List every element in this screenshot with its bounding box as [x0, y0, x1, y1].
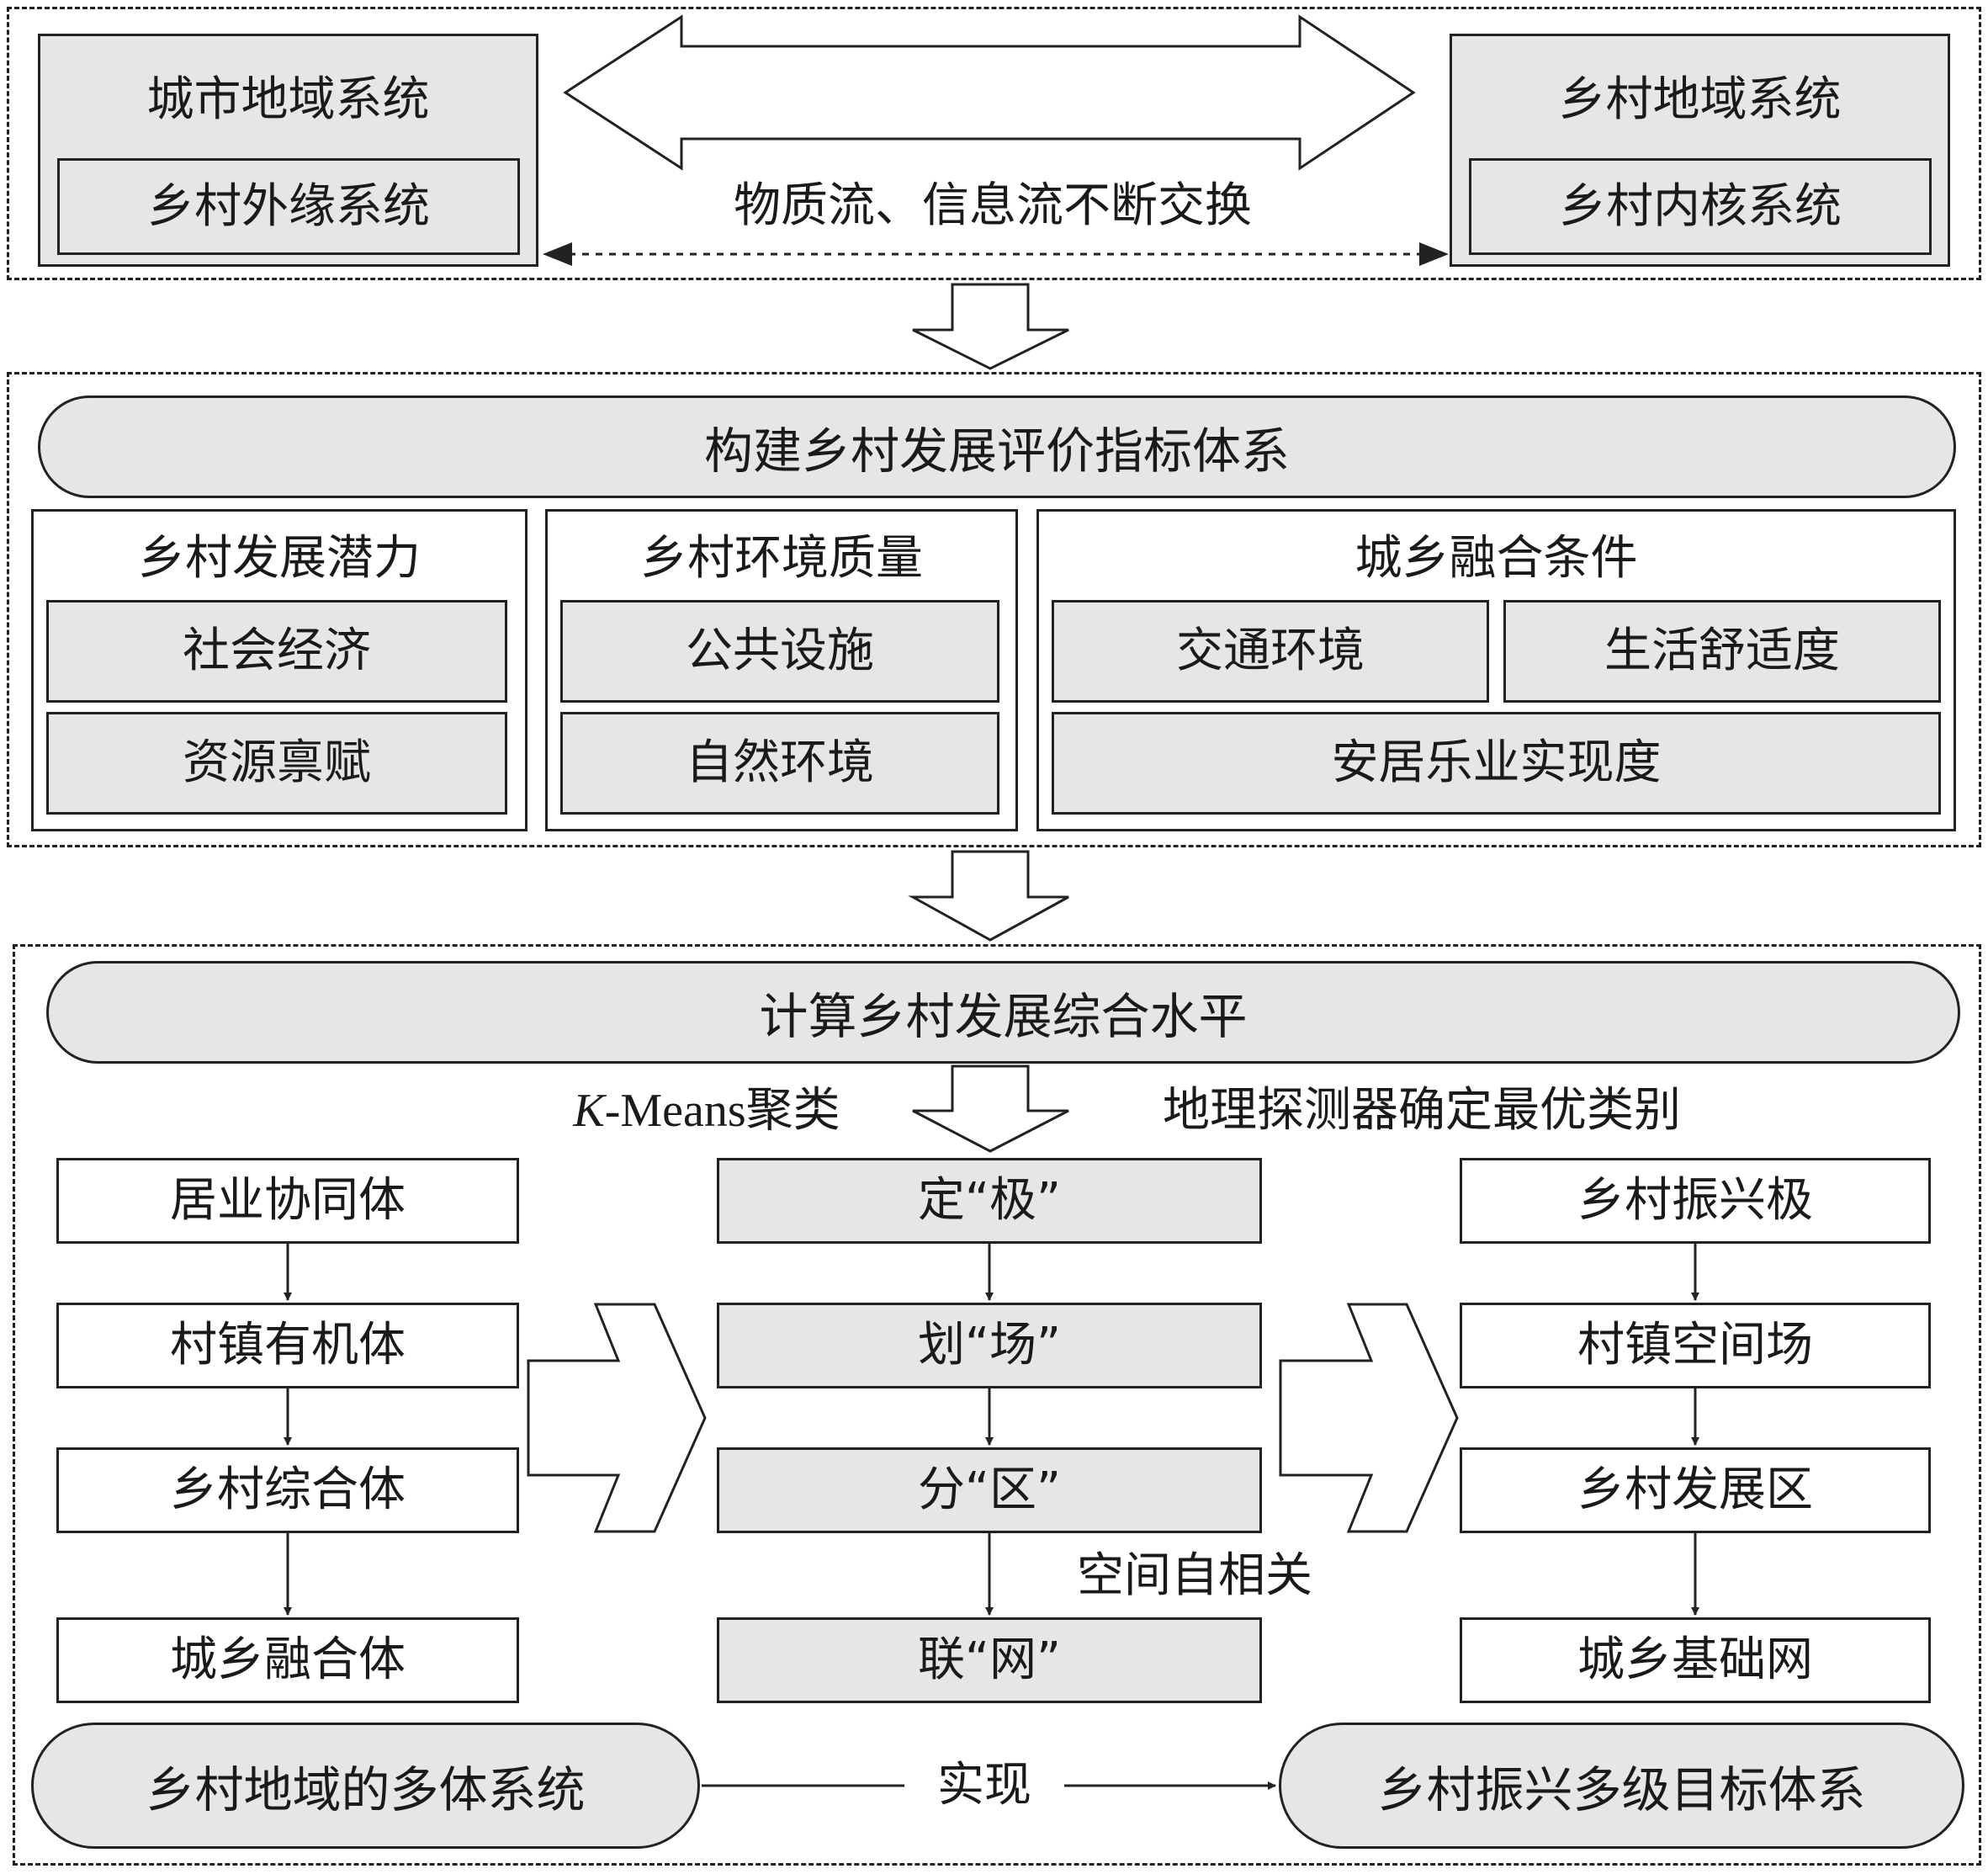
group-environment-quality-title: 乡村环境质量 — [640, 531, 923, 586]
right-chain-node-3: 乡村发展区 — [1460, 1447, 1931, 1533]
geo-detector-label: 地理探测器确定最优类别 — [1163, 1083, 1681, 1138]
evaluation-index-header: 构建乡村发展评价指标体系 — [38, 396, 1956, 498]
kmeans-clustering-label: K-Means聚类 — [538, 1081, 875, 1140]
indicator-settled-life-realization: 安居乐业实现度 — [1052, 712, 1941, 815]
center-chain-node-1: 定“极” — [717, 1158, 1262, 1244]
rural-revitalization-target-system-goal: 乡村振兴多级目标体系 — [1279, 1723, 1964, 1849]
left-chain-node-1: 居业协同体 — [56, 1158, 519, 1244]
center-chain-node-4: 联“网” — [717, 1617, 1262, 1703]
left-chain-node-4: 城乡融合体 — [56, 1617, 519, 1703]
center-chain-node-2: 划“场” — [717, 1303, 1262, 1388]
urban-region-system-title: 城市地域系统 — [146, 72, 430, 127]
group-fusion-conditions-title: 城乡融合条件 — [1354, 531, 1638, 586]
indicator-public-facilities: 公共设施 — [560, 600, 999, 703]
rural-region-system-box: 乡村地域系统 乡村内核系统 — [1450, 34, 1950, 267]
group-development-potential-title: 乡村发展潜力 — [138, 531, 421, 586]
rural-multibody-system-goal: 乡村地域的多体系统 — [31, 1723, 700, 1849]
urban-rural-fusion-system-label: 城乡融合系统 — [851, 69, 1134, 124]
center-chain-node-3: 分“区” — [717, 1447, 1262, 1533]
down-arrow-2-icon — [908, 850, 1069, 942]
right-chain-node-2: 村镇空间场 — [1460, 1303, 1931, 1388]
indicator-natural-environment: 自然环境 — [560, 712, 999, 815]
indicator-socio-economy: 社会经济 — [46, 600, 507, 703]
achieve-label: 实现 — [909, 1756, 1060, 1815]
kmeans-text: -Means聚类 — [604, 1085, 840, 1137]
group-environment-quality: 乡村环境质量 公共设施 自然环境 — [545, 509, 1018, 831]
comprehensive-level-header: 计算乡村发展综合水平 — [46, 961, 1960, 1064]
rural-core-system-box: 乡村内核系统 — [1469, 158, 1932, 255]
indicator-living-comfort: 生活舒适度 — [1503, 600, 1941, 703]
indicator-resource-endowment: 资源禀赋 — [46, 712, 507, 815]
section-comprehensive-level — [13, 944, 1981, 1866]
right-chain-node-4: 城乡基础网 — [1460, 1617, 1931, 1703]
rural-region-system-title: 乡村地域系统 — [1558, 72, 1842, 127]
rural-outer-system-box: 乡村外缘系统 — [57, 158, 520, 255]
indicator-transport-environment: 交通环境 — [1052, 600, 1489, 703]
urban-region-system-box: 城市地域系统 乡村外缘系统 — [38, 34, 538, 267]
kmeans-k-symbol: K — [573, 1085, 605, 1137]
section-urban-rural-systems — [7, 7, 1981, 280]
down-arrow-1-icon — [912, 283, 1069, 370]
left-chain-node-3: 乡村综合体 — [56, 1447, 519, 1533]
left-chain-node-2: 村镇有机体 — [56, 1303, 519, 1388]
flow-exchange-label: 物质流、信息流不断交换 — [734, 178, 1252, 233]
group-development-potential: 乡村发展潜力 社会经济 资源禀赋 — [31, 509, 527, 831]
section-evaluation-index — [7, 372, 1981, 847]
group-fusion-conditions: 城乡融合条件 交通环境 生活舒适度 安居乐业实现度 — [1036, 509, 1956, 831]
right-chain-node-1: 乡村振兴极 — [1460, 1158, 1931, 1244]
spatial-autocorrelation-label: 空间自相关 — [1077, 1548, 1312, 1603]
